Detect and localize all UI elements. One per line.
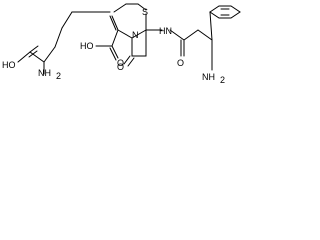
atom-label: NH — [202, 72, 215, 82]
bond — [127, 57, 135, 67]
bond — [209, 11, 213, 41]
atom-label: N — [132, 30, 139, 40]
bond — [123, 55, 131, 65]
atom-label: O — [177, 58, 184, 68]
atom-label: O — [117, 58, 124, 68]
atom-label: HO — [2, 60, 16, 70]
bond — [29, 45, 39, 53]
bond — [197, 29, 213, 41]
bond — [111, 15, 119, 31]
atom-label: S — [142, 7, 148, 17]
phenyl-ring — [209, 5, 241, 19]
atom-label: NH — [38, 68, 51, 78]
bond — [111, 45, 119, 59]
atom-label: O — [117, 62, 124, 72]
cephalosporin-core: S HO O O N — [80, 3, 163, 72]
atom-label: HO — [80, 41, 94, 51]
bond — [29, 51, 45, 63]
bond — [61, 11, 73, 29]
bond — [17, 51, 31, 63]
lysine-fragment: HO NH 2 — [2, 11, 111, 81]
bond — [54, 27, 63, 48]
bond — [111, 29, 119, 47]
bond — [169, 29, 185, 41]
atom-label: HN — [159, 26, 172, 36]
bond — [113, 3, 127, 13]
bond — [109, 47, 117, 61]
atom-label: 2 — [56, 71, 61, 81]
bond — [131, 29, 147, 39]
phenylglycine-side-chain: HN O NH 2 — [159, 5, 241, 85]
bond — [183, 29, 199, 41]
chemical-structure-diagram: HO NH 2 S HO O O N — [2, 3, 241, 85]
bond — [117, 29, 133, 39]
bond — [43, 46, 56, 63]
bond — [137, 3, 147, 11]
atom-label: 2 — [220, 75, 225, 85]
bond — [109, 15, 117, 31]
